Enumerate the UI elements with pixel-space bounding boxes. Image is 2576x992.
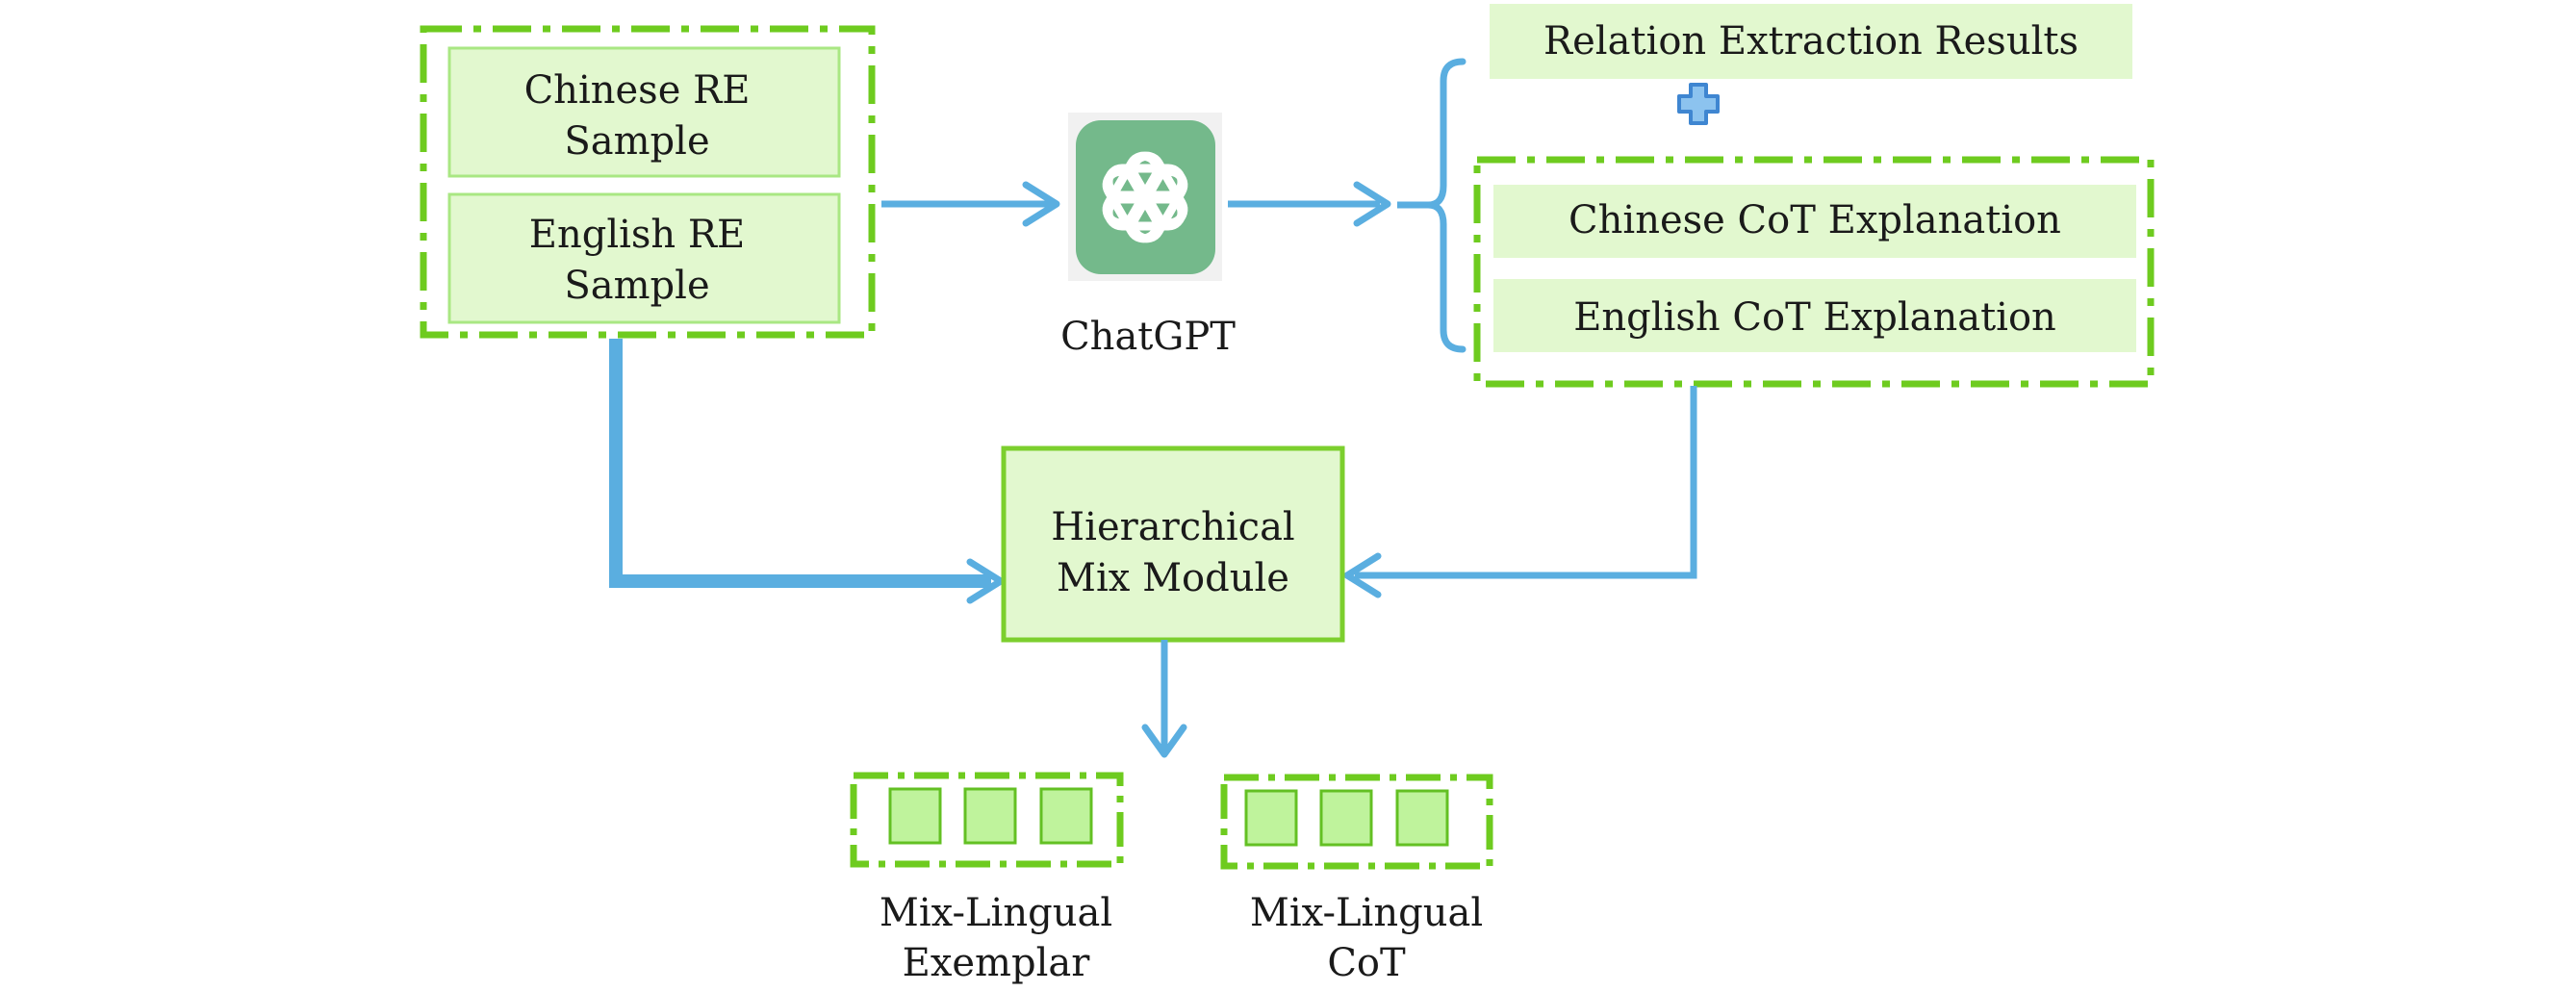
chinese-re-sample-label-line2: Sample <box>564 119 709 164</box>
chinese-cot-explanation-box: Chinese CoT Explanation <box>1493 185 2136 258</box>
exemplar-token-3 <box>1039 787 1093 845</box>
chatgpt-label: ChatGPT <box>1060 315 1236 359</box>
cot-token-1 <box>1244 789 1298 847</box>
arrow-module-to-results <box>1141 640 1187 758</box>
arrow-chatgpt-to-outputs <box>1228 181 1428 227</box>
mix-lingual-exemplar-group: Mix-Lingual Exemplar <box>850 772 1124 985</box>
curly-brace <box>1427 58 1467 353</box>
english-re-sample-label-line1: English RE <box>529 213 745 257</box>
english-re-sample-label-line2: Sample <box>564 264 709 308</box>
arrow-outputs-to-module <box>1343 386 1697 598</box>
cot-token-3 <box>1395 789 1449 847</box>
english-re-sample-box: English RE Sample <box>447 192 841 324</box>
english-cot-explanation-box: English CoT Explanation <box>1493 279 2136 352</box>
mix-lingual-cot-label-line1: Mix-Lingual <box>1250 891 1483 935</box>
exemplar-token-2 <box>963 787 1017 845</box>
mix-lingual-exemplar-label-line2: Exemplar <box>903 941 1091 985</box>
cot-token-2 <box>1319 789 1373 847</box>
arrow-input-to-chatgpt <box>881 181 1060 227</box>
hierarchical-mix-module-box: Hierarchical Mix Module <box>1001 445 1345 643</box>
chinese-re-sample-label-line1: Chinese RE <box>524 68 751 113</box>
hierarchical-mix-module-label-line2: Mix Module <box>1057 556 1289 600</box>
english-cot-explanation-label: English CoT Explanation <box>1573 295 2056 340</box>
chinese-re-sample-box: Chinese RE Sample <box>447 46 841 178</box>
hierarchical-mix-module-label-line1: Hierarchical <box>1051 505 1294 549</box>
arrow-input-to-module <box>609 339 1005 604</box>
chinese-cot-explanation-label: Chinese CoT Explanation <box>1569 198 2061 242</box>
cot-explanations-group <box>1473 156 2155 388</box>
plus-icon <box>1677 83 1720 125</box>
relation-extraction-results-box: Relation Extraction Results <box>1490 4 2132 79</box>
input-samples-group <box>420 25 876 339</box>
mix-lingual-cot-group: Mix-Lingual CoT <box>1220 774 1493 985</box>
mix-lingual-cot-label-line2: CoT <box>1327 941 1406 985</box>
openai-logo-icon <box>1068 113 1222 281</box>
relation-extraction-results-label: Relation Extraction Results <box>1543 19 2079 64</box>
mix-lingual-exemplar-label-line1: Mix-Lingual <box>880 891 1112 935</box>
exemplar-token-1 <box>888 787 942 845</box>
